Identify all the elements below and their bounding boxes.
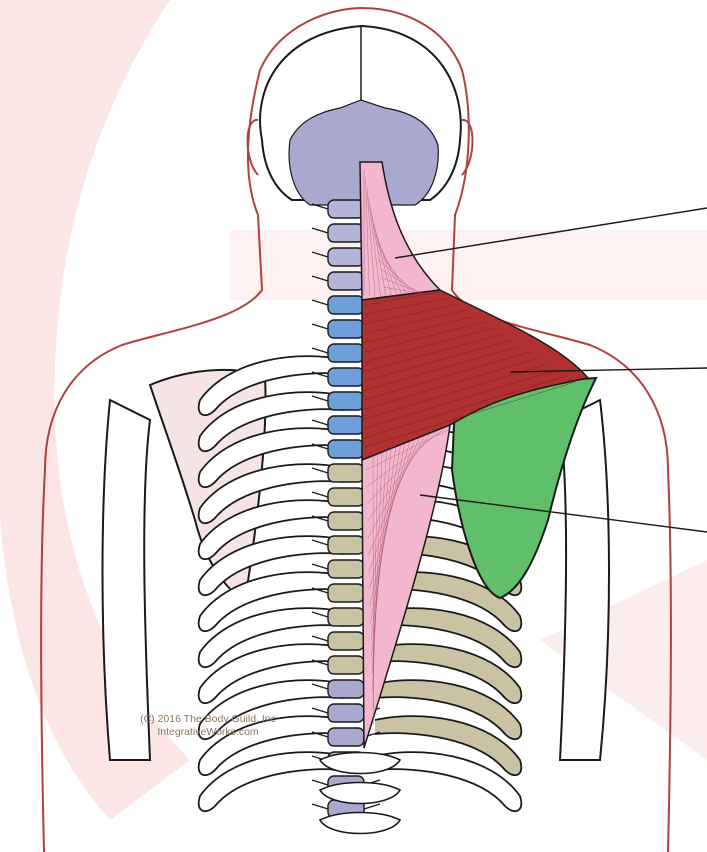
credit-line-1: (C) 2016 The Body Guild, Inc bbox=[118, 713, 298, 726]
vertebra bbox=[328, 560, 364, 578]
lumbar-vertebra bbox=[320, 813, 400, 834]
vertebra bbox=[328, 440, 364, 458]
vertebra bbox=[328, 416, 364, 434]
vertebra bbox=[328, 512, 364, 530]
vertebra bbox=[328, 296, 364, 314]
humerus-icon bbox=[103, 400, 151, 760]
vertebra bbox=[328, 224, 364, 242]
credit-line-2: IntegrativeWorks.com bbox=[118, 726, 298, 739]
vertebra bbox=[328, 464, 364, 482]
humerus-right bbox=[560, 400, 609, 760]
vertebra bbox=[328, 344, 364, 362]
vertebra bbox=[328, 536, 364, 554]
copyright-credit: (C) 2016 The Body Guild, Inc Integrative… bbox=[118, 713, 298, 739]
vertebra bbox=[328, 392, 364, 410]
vertebra bbox=[328, 728, 364, 746]
vertebra bbox=[328, 248, 364, 266]
vertebra bbox=[328, 632, 364, 650]
vertebra bbox=[328, 656, 364, 674]
vertebra bbox=[328, 272, 364, 290]
vertebra bbox=[328, 608, 364, 626]
watermark-band bbox=[230, 230, 707, 300]
vertebra bbox=[328, 320, 364, 338]
vertebra bbox=[328, 488, 364, 506]
vertebra bbox=[328, 680, 364, 698]
vertebra bbox=[328, 704, 364, 722]
ear-right bbox=[462, 120, 473, 175]
vertebra bbox=[328, 584, 364, 602]
vertebra bbox=[328, 368, 364, 386]
vertebra bbox=[328, 200, 364, 218]
